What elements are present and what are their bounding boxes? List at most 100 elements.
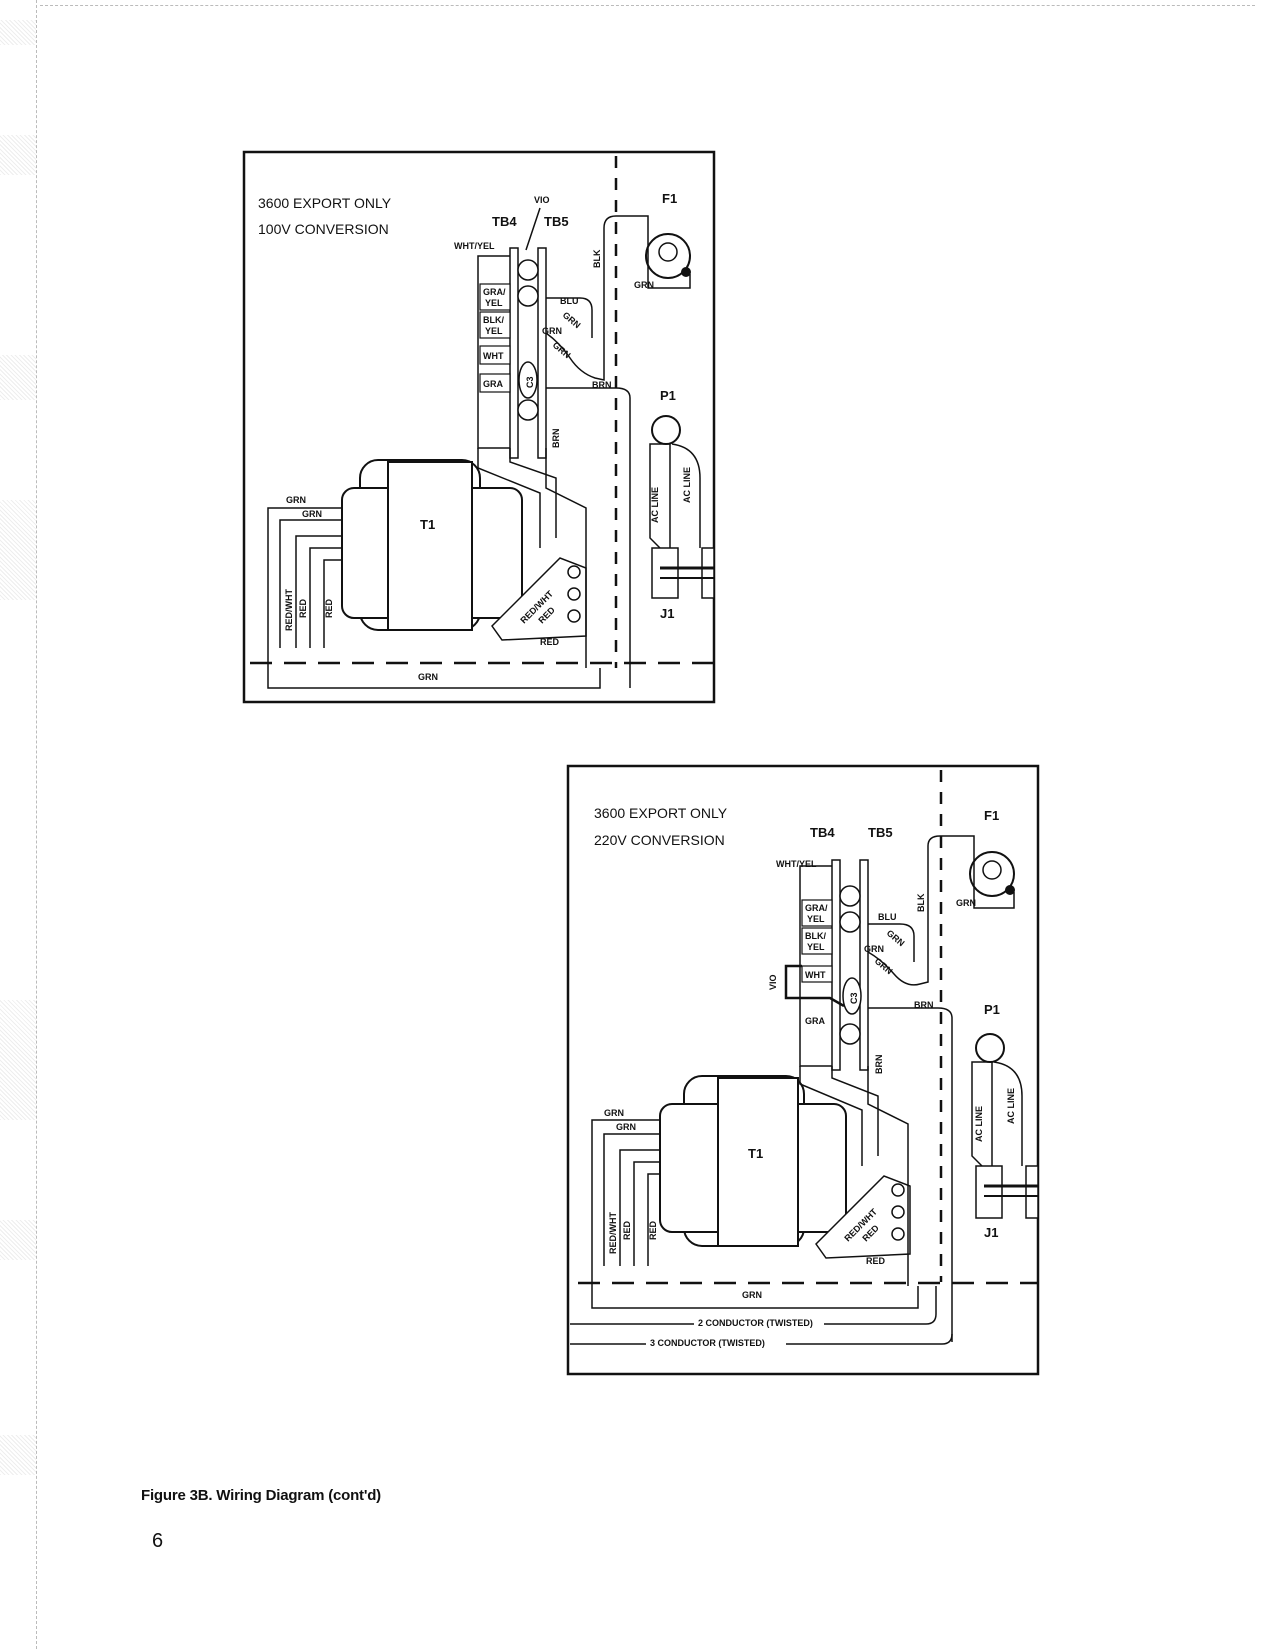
diagram-title-line1: 3600 EXPORT ONLY: [594, 805, 728, 821]
fuse-f1-inner: [982, 860, 1002, 880]
p1-label: P1: [660, 388, 676, 403]
grn-f1-label: GRN: [956, 898, 976, 908]
red-vertical-label: RED: [298, 598, 308, 618]
grn-bottom-label: GRN: [742, 1290, 762, 1300]
scan-top-rule: [40, 5, 1255, 7]
ac-line-cable-2: [993, 1061, 1023, 1166]
terminal-screw: [567, 565, 581, 579]
tb4-strip: [509, 247, 519, 459]
j1-label: J1: [984, 1225, 998, 1240]
blk-yel-label-2: YEL: [485, 326, 503, 336]
grn-top-label: GRN: [604, 1108, 624, 1118]
terminal-screw: [567, 587, 581, 601]
wht-wire: [479, 345, 511, 365]
connector-j1: [975, 1165, 1003, 1219]
red-wire: [633, 1161, 660, 1266]
ac-line-cable-2: [671, 443, 701, 548]
grn-wire-to-f1: [867, 835, 966, 986]
terminal-screw: [891, 1205, 905, 1219]
diagram-frame: [566, 764, 1040, 1376]
brn-wire: [546, 387, 631, 688]
wht-yel-label: WHT/YEL: [776, 859, 817, 869]
terminal-post: [839, 911, 861, 933]
vio-jumper-wire: [784, 964, 845, 1008]
terminal-post: [517, 259, 539, 281]
terminal-screw: [891, 1227, 905, 1241]
three-conductor-label: 3 CONDUCTOR (TWISTED): [650, 1338, 765, 1348]
scan-noise: [0, 500, 36, 600]
red-wht-vertical-label: RED/WHT: [284, 589, 294, 631]
wiring-diagram-100v: 3600 EXPORT ONLY 100V CONVERSION TB4 TB5…: [242, 150, 716, 704]
scan-noise: [0, 1220, 36, 1260]
grn-wire-2: [603, 1133, 660, 1266]
terminal-screw: [567, 609, 581, 623]
cable-label-bg: [646, 1336, 786, 1350]
j1-label: J1: [660, 606, 674, 621]
t1-label: T1: [748, 1146, 763, 1161]
t1-label: T1: [420, 517, 435, 532]
grn-bottom-label: GRN: [418, 672, 438, 682]
tb5-label: TB5: [544, 214, 569, 229]
tb4-strip: [831, 859, 841, 1071]
primary-wire-2: [831, 1066, 879, 1156]
fuse-f1-terminal: [1005, 885, 1015, 895]
scan-noise: [0, 355, 36, 400]
primary-wire-2: [509, 448, 557, 538]
vio-pointer: [525, 207, 541, 251]
grn-label: GRN: [542, 326, 562, 336]
diagram-title-line1: 3600 EXPORT ONLY: [258, 195, 392, 211]
red-wire-2: [647, 1173, 660, 1266]
connector-j1-mate: [1025, 1165, 1039, 1219]
primary-wire-3: [867, 1066, 909, 1286]
gra-yel-label: GRA/: [483, 287, 506, 297]
grn-ground-wire: [267, 507, 601, 689]
vio-label: VIO: [534, 195, 550, 205]
c3-label: C3: [525, 376, 535, 388]
gra-yel-wire: [479, 283, 511, 311]
capacitor-c3: [518, 361, 538, 399]
fuse-lead: [966, 835, 1015, 909]
grn-top-label-2: GRN: [302, 509, 322, 519]
terminal-post: [839, 885, 861, 907]
f1-label: F1: [984, 808, 999, 823]
grn-f1-label: GRN: [634, 280, 654, 290]
scan-noise: [0, 1000, 36, 1120]
connector-p1: [975, 1033, 1005, 1063]
scan-noise: [0, 20, 36, 45]
grn-label: GRN: [885, 928, 907, 949]
terminal-block: [815, 1175, 911, 1259]
blk-yel-label-2: YEL: [807, 942, 825, 952]
f1-label: F1: [662, 191, 677, 206]
blu-wire: [546, 297, 593, 338]
ac-line-label: AC LINE: [974, 1106, 984, 1142]
wht-label: WHT: [805, 970, 826, 980]
diagram-title-line2: 220V CONVERSION: [594, 832, 725, 848]
primary-wire-3: [545, 448, 587, 668]
primary-wire: [799, 1066, 863, 1166]
wire-bundle-left: [477, 255, 510, 449]
red-wht-wire: [619, 1149, 660, 1266]
cable-label-bg: [694, 1316, 824, 1330]
vio-label: VIO: [768, 974, 778, 990]
primary-wire: [477, 448, 541, 548]
gra-yel-label-2: YEL: [807, 914, 825, 924]
gra-yel-label-2: YEL: [485, 298, 503, 308]
page-edge-line: [36, 0, 38, 1649]
grn-label: GRN: [864, 944, 884, 954]
terminal-screw: [891, 1183, 905, 1197]
blk-yel-label: BLK/: [805, 931, 826, 941]
connector-j1-mate: [701, 547, 715, 599]
scan-noise: [0, 1435, 36, 1475]
grn-top-label-2: GRN: [616, 1122, 636, 1132]
grn-top-label: GRN: [286, 495, 306, 505]
two-conductor-label: 2 CONDUCTOR (TWISTED): [698, 1318, 813, 1328]
c3-label: C3: [849, 992, 859, 1004]
brn-label: BRN: [914, 1000, 934, 1010]
brn-wire: [868, 1007, 953, 1342]
ac-line-label: AC LINE: [1006, 1088, 1016, 1124]
capacitor-c3: [842, 977, 862, 1015]
tb5-label: TB5: [868, 825, 893, 840]
page-number: 6: [152, 1530, 164, 1552]
red-vertical-label-2: RED: [648, 1220, 658, 1240]
gra-label: GRA: [483, 379, 504, 389]
